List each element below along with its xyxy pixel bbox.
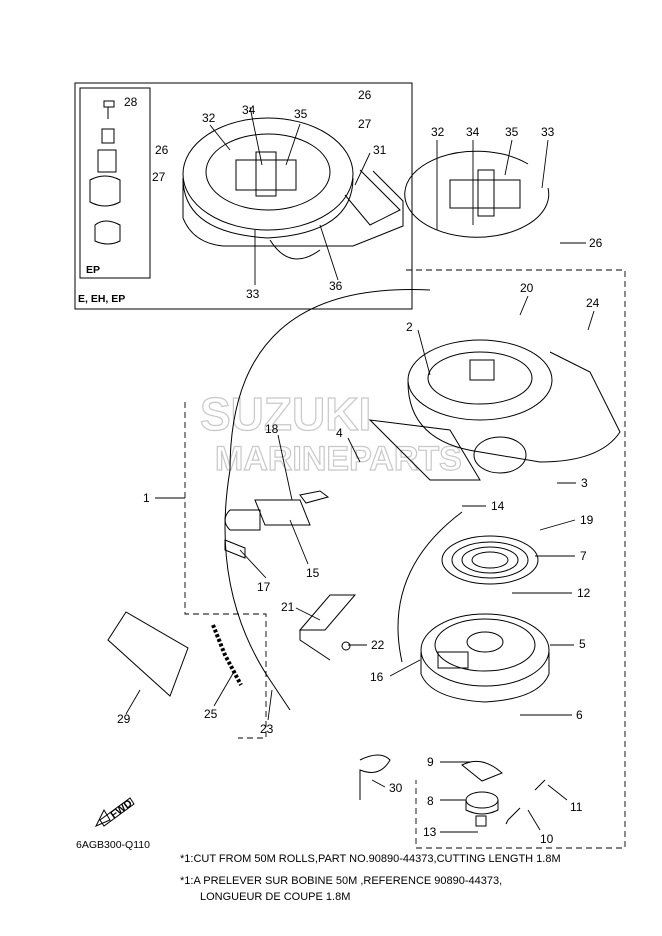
callout-23: 23 xyxy=(260,722,274,736)
callout-34-decal: 34 xyxy=(466,125,480,139)
watermark: SUZUKI MARINEPARTS xyxy=(199,387,462,478)
callout-33: 33 xyxy=(246,287,260,301)
cam-parts xyxy=(461,760,546,827)
callout-29: 29 xyxy=(117,712,131,726)
callout-17: 17 xyxy=(257,580,271,594)
callout-12: 12 xyxy=(577,586,591,600)
callout-11: 11 xyxy=(570,800,583,814)
watermark-line2: MARINEPARTS xyxy=(215,440,462,478)
callout-6: 6 xyxy=(576,708,583,722)
callout-21: 21 xyxy=(281,600,295,614)
callout-7: 7 xyxy=(580,549,587,563)
callout-33-decal: 33 xyxy=(541,125,555,139)
callout-35: 35 xyxy=(294,107,308,121)
note-line-2: *1:A PRELEVER SUR BOBINE 50M ,REFERENCE … xyxy=(180,875,503,887)
callout-30: 30 xyxy=(389,781,403,795)
inset-variant-label: EP xyxy=(86,264,100,276)
callout-31: 31 xyxy=(373,143,387,157)
callout-26-inset: 26 xyxy=(155,143,169,157)
cover-plate xyxy=(107,611,189,697)
callout-5: 5 xyxy=(579,637,586,651)
recoil-spring xyxy=(441,535,539,585)
watermark-line1: SUZUKI xyxy=(200,388,371,440)
callout-32-decal: 32 xyxy=(431,125,445,139)
callout-19: 19 xyxy=(580,513,594,527)
callout-34: 34 xyxy=(242,103,256,117)
callout-28: 28 xyxy=(124,95,138,109)
assembly-outline xyxy=(184,269,626,849)
callout-13: 13 xyxy=(423,825,437,839)
decal xyxy=(404,150,550,238)
callout-32: 32 xyxy=(202,111,216,125)
callout-24: 24 xyxy=(586,296,600,310)
leader-lines xyxy=(125,106,595,833)
fwd-arrow: FWD xyxy=(94,797,135,827)
callout-14: 14 xyxy=(491,499,505,513)
callout-16: 16 xyxy=(370,670,384,684)
callout-26-inset-top: 26 xyxy=(358,88,372,102)
callout-18: 18 xyxy=(265,422,279,436)
callout-22: 22 xyxy=(371,638,385,652)
fwd-label: FWD xyxy=(108,797,135,821)
callout-1: 1 xyxy=(143,491,150,505)
starter-rope xyxy=(397,511,463,663)
callouts: 1 2 3 4 5 6 7 8 9 10 11 12 13 14 15 16 1… xyxy=(117,88,603,846)
callout-27-inset: 27 xyxy=(152,170,166,184)
callout-25: 25 xyxy=(204,707,218,721)
starter-housing xyxy=(368,339,621,481)
callout-3: 3 xyxy=(581,476,588,490)
callout-8: 8 xyxy=(427,794,434,808)
bracket xyxy=(298,594,357,661)
inset-models-label: E, EH, EP xyxy=(78,293,125,305)
callout-26: 26 xyxy=(589,236,603,250)
callout-20: 20 xyxy=(520,281,534,295)
callout-36: 36 xyxy=(329,279,343,293)
callout-9: 9 xyxy=(427,755,434,769)
note-line-3: LONGUEUR DE COUPE 1.8M xyxy=(200,891,351,903)
callout-27: 27 xyxy=(358,117,372,131)
starter-handle xyxy=(224,490,330,559)
callout-4: 4 xyxy=(336,426,343,440)
note-line-1: *1:CUT FROM 50M ROLLS,PART NO.90890-4437… xyxy=(180,853,561,865)
callout-35-decal: 35 xyxy=(505,125,519,139)
callout-10: 10 xyxy=(540,832,554,846)
cable xyxy=(211,289,431,711)
diagram-code: 6AGB300-Q110 xyxy=(76,839,150,851)
sheave-drum xyxy=(420,613,550,703)
bolt-30 xyxy=(359,754,391,800)
callout-2: 2 xyxy=(406,320,413,334)
inset-box xyxy=(74,82,413,310)
callout-15: 15 xyxy=(306,566,320,580)
